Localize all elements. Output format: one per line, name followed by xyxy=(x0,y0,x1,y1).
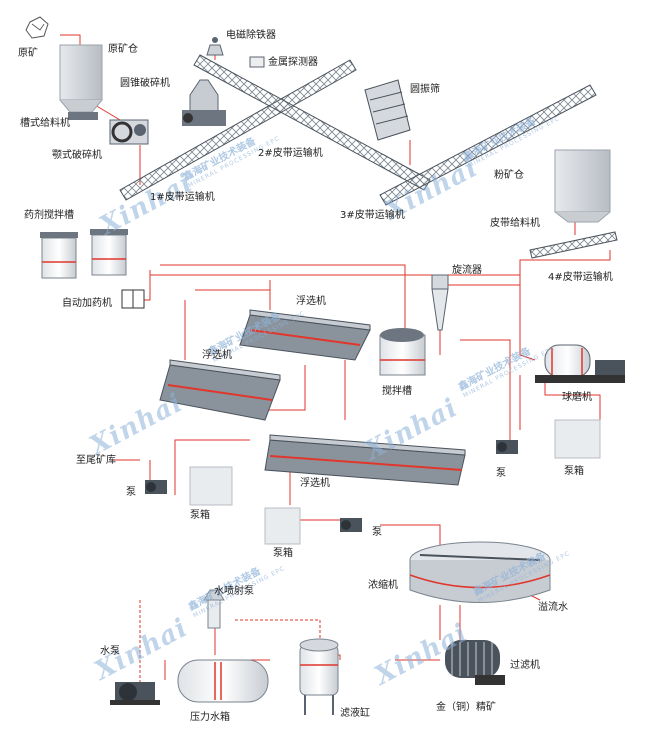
label-pressure-tank: 压力水箱 xyxy=(190,712,230,723)
label-raw-ore-bin: 原矿仓 xyxy=(108,44,138,55)
pressure-water-tank xyxy=(177,659,269,703)
label-jaw-crusher: 颚式破碎机 xyxy=(52,150,102,161)
label-flotation-left: 浮选机 xyxy=(202,350,232,361)
ball-mill xyxy=(535,344,625,383)
label-magnetic-separator: 电磁除铁器 xyxy=(226,30,276,41)
label-powder-bin: 粉矿仓 xyxy=(494,170,524,181)
raw-ore-icon xyxy=(25,16,49,39)
powder-ore-bin xyxy=(554,149,611,223)
pump-box-center xyxy=(264,507,301,545)
hydrocyclone xyxy=(431,274,449,331)
label-filtrate-tank: 滤液缸 xyxy=(340,708,370,719)
label-flotation-upper: 浮选机 xyxy=(296,296,326,307)
label-belt-conveyor-1: 1#皮带运输机 xyxy=(150,192,215,203)
label-agitation-tank: 搅拌槽 xyxy=(382,386,412,397)
flotation-machine-upper xyxy=(239,309,371,361)
label-raw-ore: 原矿 xyxy=(18,48,38,59)
label-to-tailings: 至尾矿库 xyxy=(76,455,116,466)
vibrating-screen xyxy=(364,79,411,141)
label-filter: 过滤机 xyxy=(510,660,540,671)
jaw-crusher xyxy=(109,119,149,145)
disc-filter xyxy=(445,640,505,685)
label-trough-feeder: 槽式给料机 xyxy=(20,118,70,129)
label-belt-feeder: 皮带给料机 xyxy=(490,218,540,229)
label-thickener: 浓缩机 xyxy=(368,580,398,591)
label-overflow: 溢流水 xyxy=(538,602,568,613)
label-cone-crusher: 圆锥破碎机 xyxy=(120,78,170,89)
label-water-jet-pump: 水喷射泵 xyxy=(214,586,254,597)
pump-center xyxy=(340,518,362,532)
raw-ore-bin xyxy=(59,44,103,113)
label-pump-right: 泵 xyxy=(496,468,506,479)
metal-detector xyxy=(249,56,265,68)
trough-feeder xyxy=(68,112,98,120)
water-jet-pump xyxy=(203,589,225,629)
label-water-pump: 水泵 xyxy=(100,646,120,657)
label-belt-conveyor-3: 3#皮带运输机 xyxy=(340,210,405,221)
pump-left xyxy=(145,480,167,494)
label-belt-conveyor-2: 2#皮带运输机 xyxy=(258,148,323,159)
label-concentrate: 金（铜）精矿 xyxy=(436,702,496,713)
thickener xyxy=(409,541,551,603)
filtrate-tank xyxy=(299,638,339,715)
label-auto-dosing: 自动加药机 xyxy=(62,298,112,309)
flotation-machine-left xyxy=(159,359,281,421)
label-pump-box-right: 泵箱 xyxy=(564,466,584,477)
auto-dosing-machine xyxy=(121,289,145,309)
label-belt-conveyor-4: 4#皮带运输机 xyxy=(548,272,613,283)
label-pump-left: 泵 xyxy=(126,487,136,498)
magnetic-separator xyxy=(206,37,224,56)
flotation-machine-lower xyxy=(264,434,466,486)
reagent-mixing-tanks xyxy=(40,229,128,279)
label-pump-center: 泵 xyxy=(372,527,382,538)
belt-conveyor-1 xyxy=(193,54,431,191)
label-pump-box-center: 泵箱 xyxy=(273,548,293,559)
water-pump xyxy=(110,682,160,705)
agitation-tank xyxy=(379,328,426,376)
label-ball-mill: 球磨机 xyxy=(562,392,592,403)
label-pump-box-left: 泵箱 xyxy=(190,510,210,521)
label-hydrocyclone: 旋流器 xyxy=(452,265,482,276)
label-reagent-tank: 药剂搅拌槽 xyxy=(24,210,74,221)
label-metal-detector: 金属探测器 xyxy=(268,57,318,68)
belt-conveyor-4 xyxy=(529,231,618,259)
label-flotation-lower: 浮选机 xyxy=(300,478,330,489)
pump-box-right xyxy=(554,419,601,459)
label-vibrating-screen: 圆振筛 xyxy=(410,84,440,95)
cone-crusher xyxy=(182,79,226,126)
pump-box-left xyxy=(189,466,233,506)
pump-right xyxy=(496,440,518,454)
belt-conveyor-3 xyxy=(379,84,597,206)
